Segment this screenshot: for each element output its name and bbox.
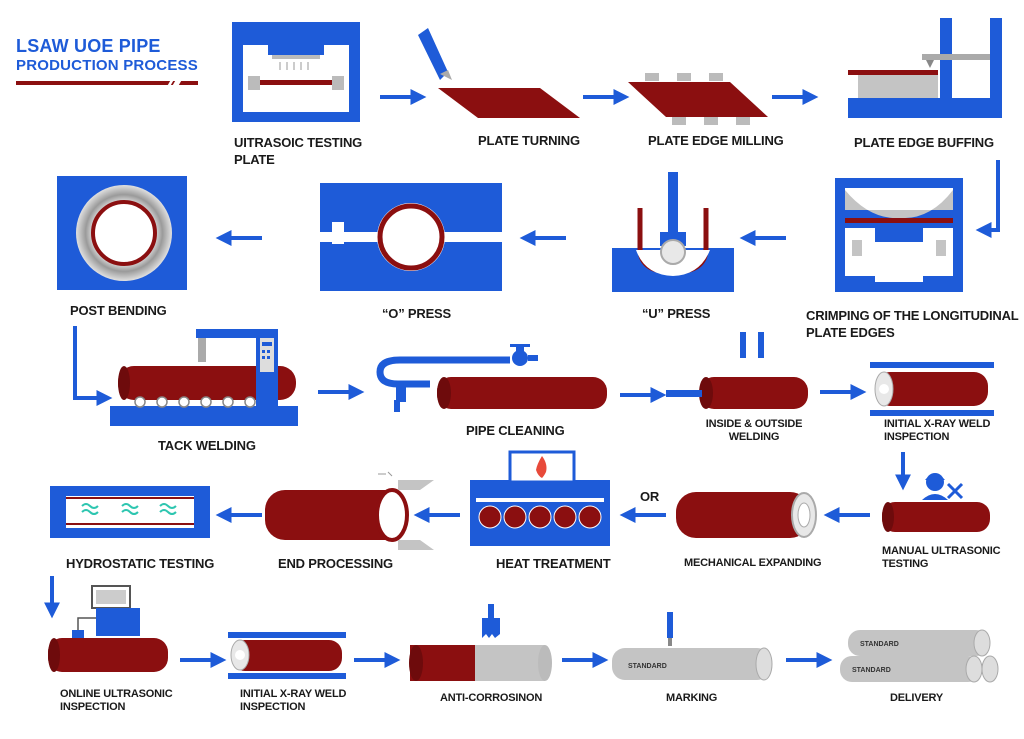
label-plate-edge-buffing: PLATE EDGE BUFFING xyxy=(854,135,994,150)
hydrostatic-testing-graphic xyxy=(50,486,210,538)
label-initial-xray-1: INITIAL X-RAY WELD INSPECTION xyxy=(884,418,991,443)
label-u-press: “U” PRESS xyxy=(642,306,711,321)
title-line-2: PRODUCTION PROCESS xyxy=(16,57,198,74)
mechanical-expanding-graphic xyxy=(676,492,817,538)
page-title: LSAW UOE PIPE PRODUCTION PROCESS xyxy=(16,36,216,85)
valve-icon xyxy=(512,350,528,366)
ultrasonic-testing-machine xyxy=(232,22,360,122)
arrow-8 xyxy=(73,326,113,406)
marking-graphic: STANDARD xyxy=(612,612,773,681)
heat-treatment-graphic xyxy=(470,450,610,546)
plate-turning-graphic xyxy=(418,28,580,118)
label-marking: MARKING xyxy=(666,692,718,704)
label-inside-outside-welding: INSIDE & OUTSIDE WELDING xyxy=(705,418,803,443)
label-or: OR xyxy=(640,489,660,504)
initial-xray-graphic-2 xyxy=(228,632,346,679)
anti-corrosion-graphic xyxy=(409,604,552,681)
pipe-cleaning-graphic xyxy=(376,344,607,412)
o-press-graphic xyxy=(320,183,502,291)
title-line-1: LSAW UOE PIPE xyxy=(16,36,161,56)
label-plate-turning: PLATE TURNING xyxy=(478,133,580,148)
plate-edge-milling-graphic xyxy=(628,73,768,125)
delivery-graphic: STANDARD STANDARD xyxy=(840,629,999,683)
post-bending-graphic xyxy=(57,176,187,290)
label-heat-treatment: HEAT TREATMENT xyxy=(496,556,611,571)
label-hydrostatic-testing: HYDROSTATIC TESTING xyxy=(66,556,215,571)
label-pipe-cleaning: PIPE CLEANING xyxy=(466,423,565,438)
title-underline xyxy=(16,81,198,85)
label-crimping: CRIMPING OF THE LONGITUDINAL PLATE EDGES xyxy=(806,308,1019,340)
water-wave-icon xyxy=(81,503,177,515)
end-processing-graphic xyxy=(265,471,434,550)
label-ultrasonic-testing-plate: UITRASOIC TESTING PLATE xyxy=(234,135,363,167)
worker-icon xyxy=(922,473,948,500)
label-initial-xray-2: INITIAL X-RAY WELD INSPECTION xyxy=(240,688,347,713)
marking-stamp: STANDARD xyxy=(628,663,667,670)
label-post-bending: POST BENDING xyxy=(70,303,167,318)
u-press-graphic xyxy=(612,172,734,292)
plate-edge-buffing-graphic xyxy=(848,18,1002,118)
label-plate-edge-milling: PLATE EDGE MILLING xyxy=(648,133,784,148)
wrench-icon xyxy=(946,482,964,500)
delivery-stamp-2: STANDARD xyxy=(852,667,891,674)
paint-brush-icon xyxy=(482,604,500,638)
delivery-stamp-1: STANDARD xyxy=(860,641,899,648)
manual-ultrasonic-graphic xyxy=(882,473,990,532)
label-online-ultrasonic: ONLINE ULTRASONIC INSPECTION xyxy=(60,688,173,713)
online-ultrasonic-graphic xyxy=(48,585,168,672)
arrow-4 xyxy=(975,160,1000,238)
label-delivery: DELIVERY xyxy=(890,692,944,704)
label-anti-corrosion: ANTI-CORROSINON xyxy=(440,692,543,704)
tack-welding-graphic xyxy=(110,329,298,426)
label-o-press: “O” PRESS xyxy=(382,306,451,321)
label-mechanical-expanding: MECHANICAL EXPANDING xyxy=(684,557,822,569)
crimping-graphic xyxy=(835,178,963,292)
initial-xray-graphic-1 xyxy=(870,362,994,416)
label-manual-ultrasonic: MANUAL ULTRASONIC TESTING xyxy=(882,545,1001,570)
label-tack-welding: TACK WELDING xyxy=(158,438,256,453)
label-end-processing: END PROCESSING xyxy=(278,556,393,571)
inside-outside-welding-graphic xyxy=(666,332,808,409)
flame-icon xyxy=(536,456,547,478)
